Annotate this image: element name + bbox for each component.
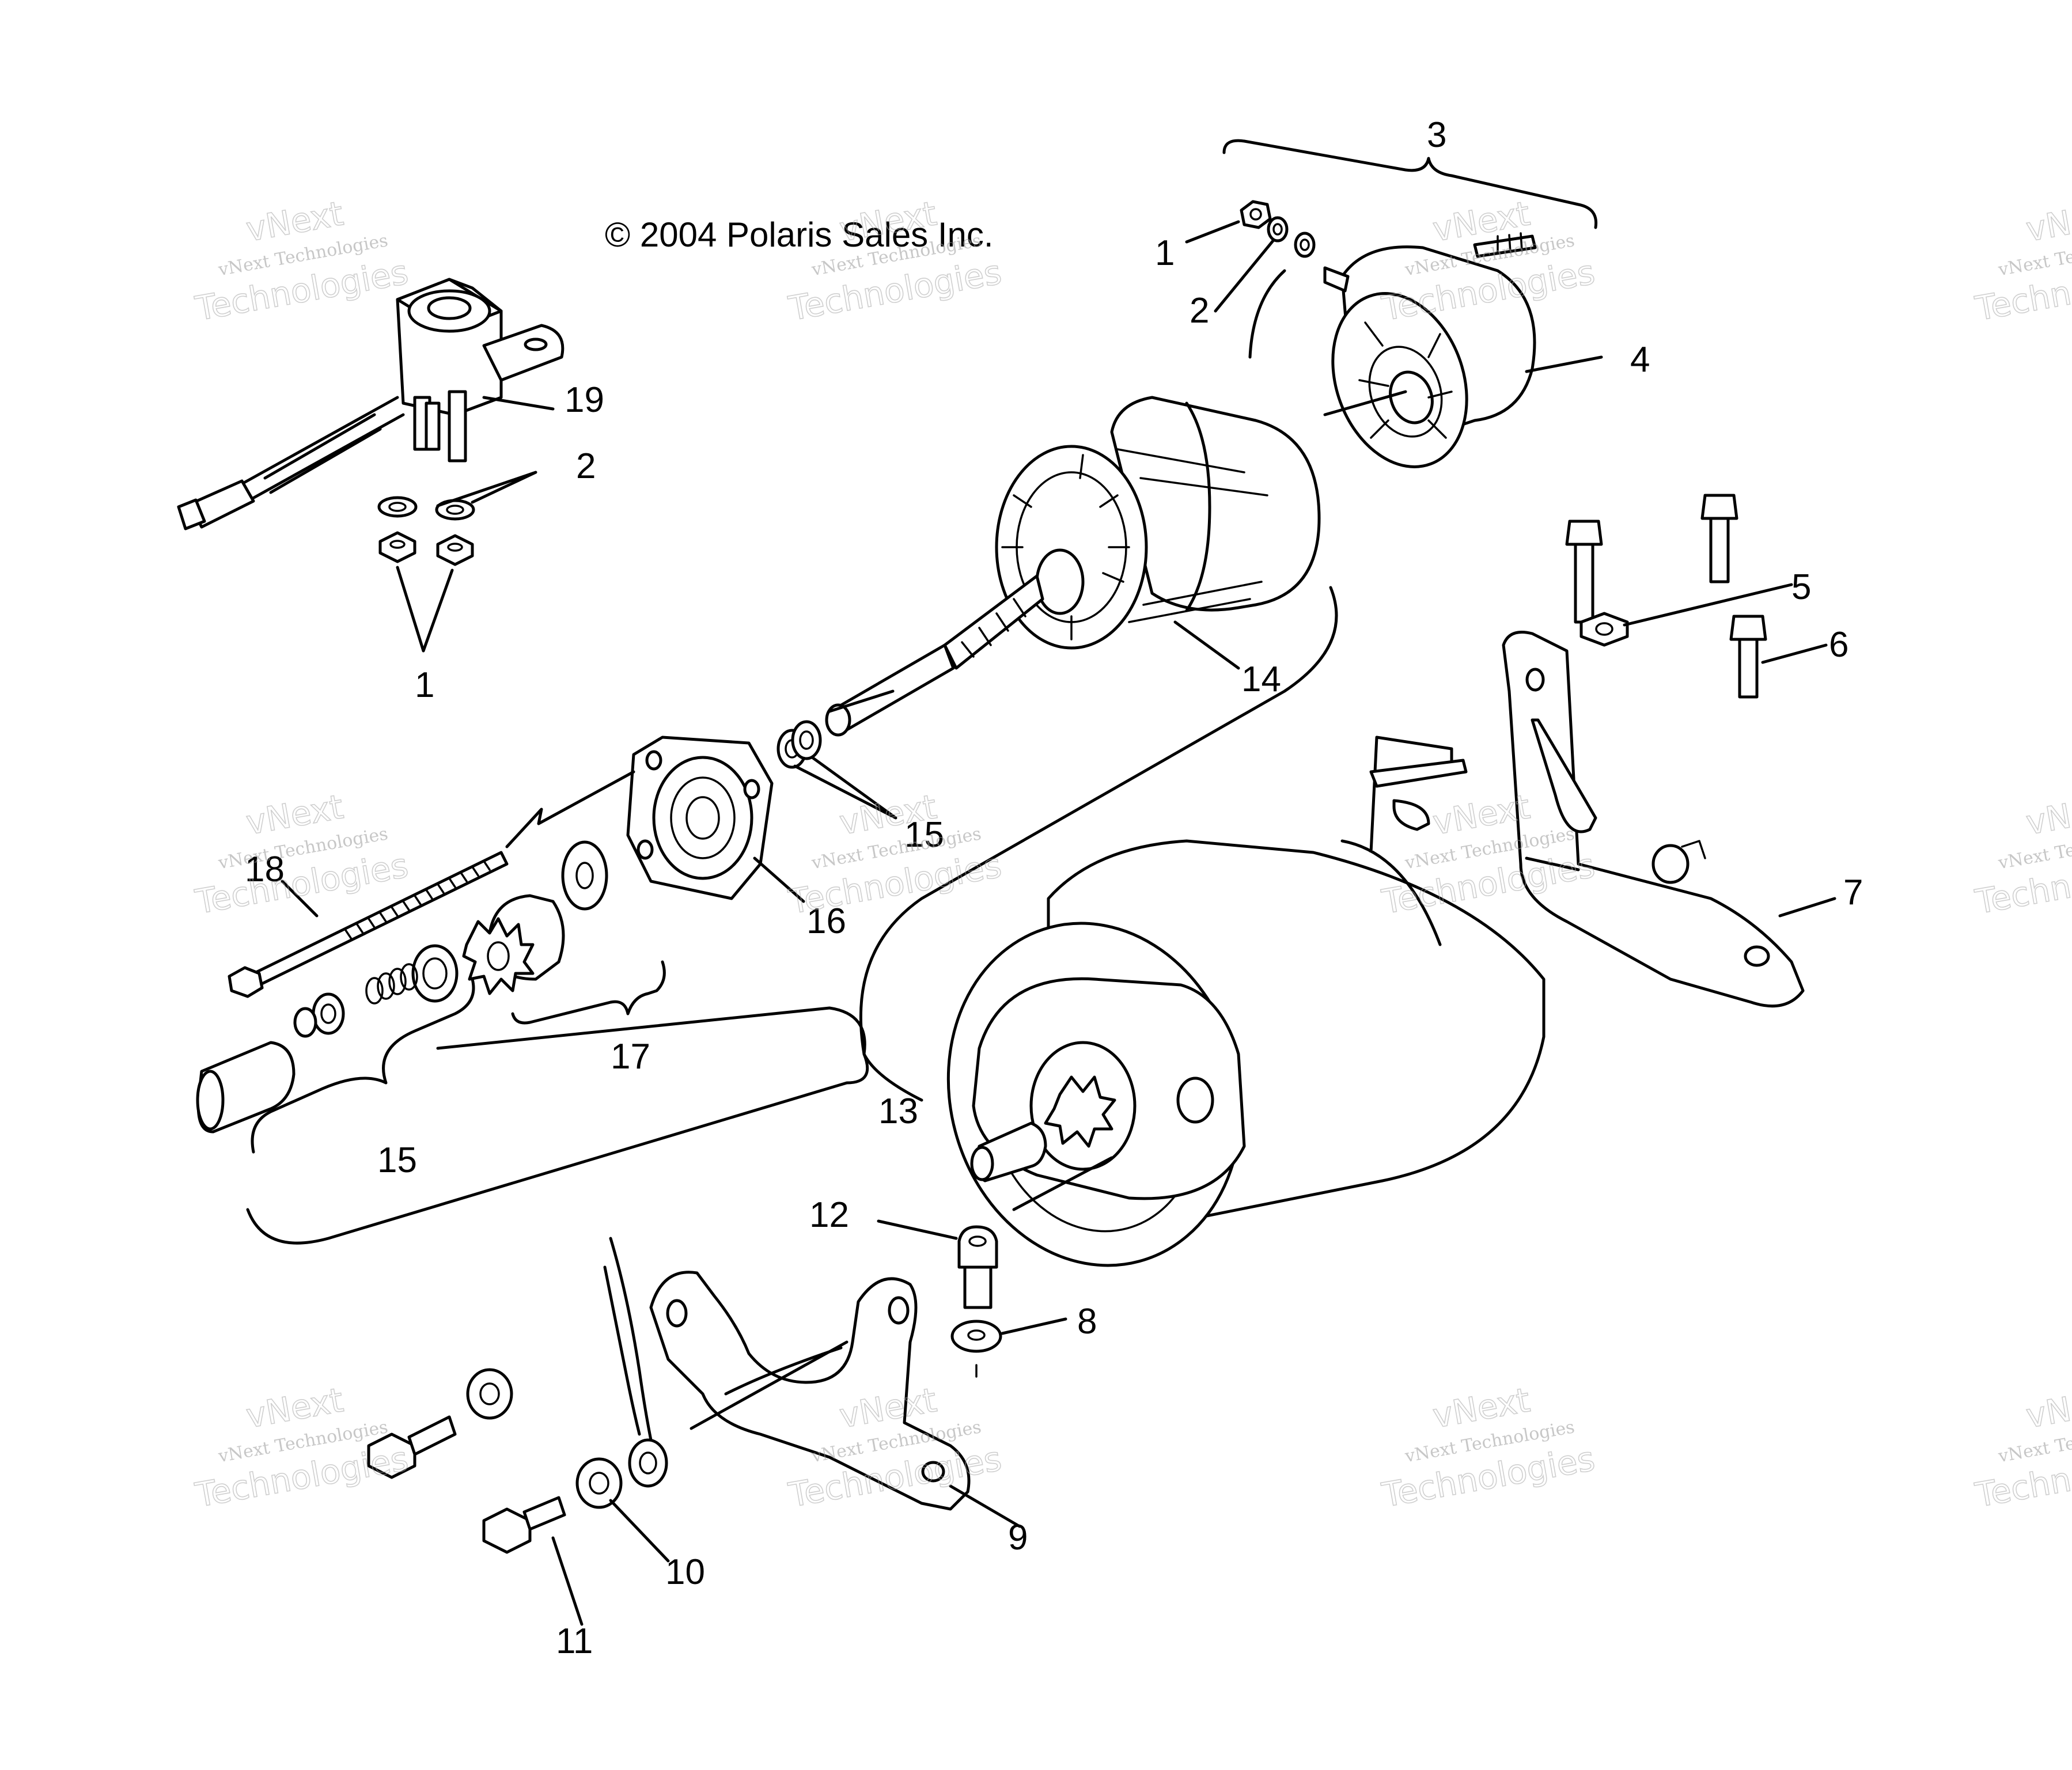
bolt-part-18 xyxy=(228,851,509,998)
watermark-1: vNext vNext Technologies Technologies xyxy=(192,193,411,328)
callout-19: 19 xyxy=(565,380,604,420)
callout-18: 18 xyxy=(245,850,285,889)
leader-8 xyxy=(1001,1317,1067,1335)
leader-18 xyxy=(281,880,319,918)
callout-10: 10 xyxy=(665,1552,705,1592)
ground-bracket-part-9 xyxy=(603,1237,971,1511)
svg-text:vNext: vNext xyxy=(2023,1380,2072,1435)
washers-part-2-left xyxy=(377,496,475,521)
callout-17: 17 xyxy=(611,1037,650,1077)
callout-8: 8 xyxy=(1077,1302,1097,1341)
watermark-11: vNext vNext Technologies Technologies xyxy=(1378,1379,1598,1515)
callout-7: 7 xyxy=(1843,873,1863,912)
starter-motor-part-13 xyxy=(946,736,1546,1267)
callout-6: 6 xyxy=(1829,625,1848,665)
bolt-part-11-upper xyxy=(367,1415,457,1479)
callout-3: 3 xyxy=(1427,115,1446,155)
solenoid-part-19 xyxy=(177,278,565,530)
callout-14: 14 xyxy=(1241,660,1281,699)
drive-gear-part-17 xyxy=(462,840,608,995)
bracket-group-13-tail xyxy=(862,1052,923,1102)
copyright-text: © 2004 Polaris Sales Inc. xyxy=(605,215,994,254)
washers-part-2-top xyxy=(1267,216,1316,258)
svg-text:vNext: vNext xyxy=(2023,194,2072,249)
front-cover-part-16 xyxy=(626,736,774,900)
washers-part-15-mid xyxy=(776,720,822,769)
bolt-part-6 xyxy=(1729,615,1767,699)
watermark-6: vNext vNext Technologies Technologies xyxy=(785,786,1005,922)
watermark-2: vNext vNext Technologies Technologies xyxy=(785,193,1005,328)
leader-4-axis xyxy=(1323,390,1407,416)
callout-1-left: 1 xyxy=(415,665,434,705)
bracket-group-13-lower xyxy=(436,1006,866,1056)
nut-part-5 xyxy=(1579,612,1629,647)
leader-16 xyxy=(753,856,805,903)
watermark-8: vNext vNext Technologies Technologies xyxy=(1972,786,2072,922)
leader-4 xyxy=(1525,355,1603,373)
callout-2-left: 2 xyxy=(576,446,596,486)
callout-13: 13 xyxy=(878,1091,918,1131)
washer-part-10 xyxy=(575,1457,623,1509)
bracket-group-15-low xyxy=(251,977,475,1154)
leader-14 xyxy=(1173,620,1240,670)
bolt-part-11 xyxy=(482,1496,566,1554)
washer-part-8 xyxy=(950,1320,1002,1353)
leader-12 xyxy=(877,1219,958,1240)
leader-11 xyxy=(551,1536,584,1626)
leader-9 xyxy=(949,1484,1021,1528)
callout-15-low: 15 xyxy=(377,1140,417,1180)
nut-part-1-top xyxy=(1240,200,1272,229)
armature-part-14 xyxy=(825,396,1321,737)
leader-2-left xyxy=(436,471,537,507)
collar-set-part-15-low xyxy=(196,944,459,1134)
bracket-group-13 xyxy=(246,586,1338,1245)
nuts-part-1-left xyxy=(378,531,474,566)
bolt-pair-top-right xyxy=(1565,494,1738,624)
callout-5: 5 xyxy=(1791,567,1811,607)
leader-19 xyxy=(482,396,555,411)
callout-11: 11 xyxy=(556,1621,593,1661)
callout-12: 12 xyxy=(809,1195,849,1235)
mounting-bracket-part-7 xyxy=(1502,631,1805,1008)
cable-top xyxy=(1248,269,1286,359)
leader-6 xyxy=(1761,643,1828,664)
callout-4: 4 xyxy=(1630,340,1650,380)
leader-1-left xyxy=(396,566,454,653)
watermark-4: vNext vNext Technologies Technologies xyxy=(1972,193,2072,328)
bolt-18-axis xyxy=(505,770,635,848)
watermark-12: vNext vNext Technologies Technologies xyxy=(1972,1379,2072,1515)
bracket-group-17 xyxy=(511,960,666,1025)
svg-text:vNext: vNext xyxy=(2023,787,2072,842)
leader-10 xyxy=(609,1499,670,1563)
callout-16: 16 xyxy=(806,901,846,941)
leader-2-top xyxy=(1214,239,1275,313)
leader-1-top xyxy=(1185,220,1240,244)
washer-part-10-upper xyxy=(466,1368,513,1420)
leader-7 xyxy=(1778,897,1836,918)
leader-15-mid xyxy=(793,756,897,820)
cap-screw-part-12 xyxy=(957,1225,998,1309)
armature-axis xyxy=(828,689,895,713)
callout-15-mid: 15 xyxy=(904,815,944,855)
leader-5 xyxy=(1623,583,1793,627)
bracket-group-3 xyxy=(1222,139,1598,229)
callout-9: 9 xyxy=(1008,1518,1028,1557)
watermark-5: vNext vNext Technologies Technologies xyxy=(192,786,411,922)
callout-2-top: 2 xyxy=(1190,291,1209,331)
callout-1-top: 1 xyxy=(1155,233,1175,273)
